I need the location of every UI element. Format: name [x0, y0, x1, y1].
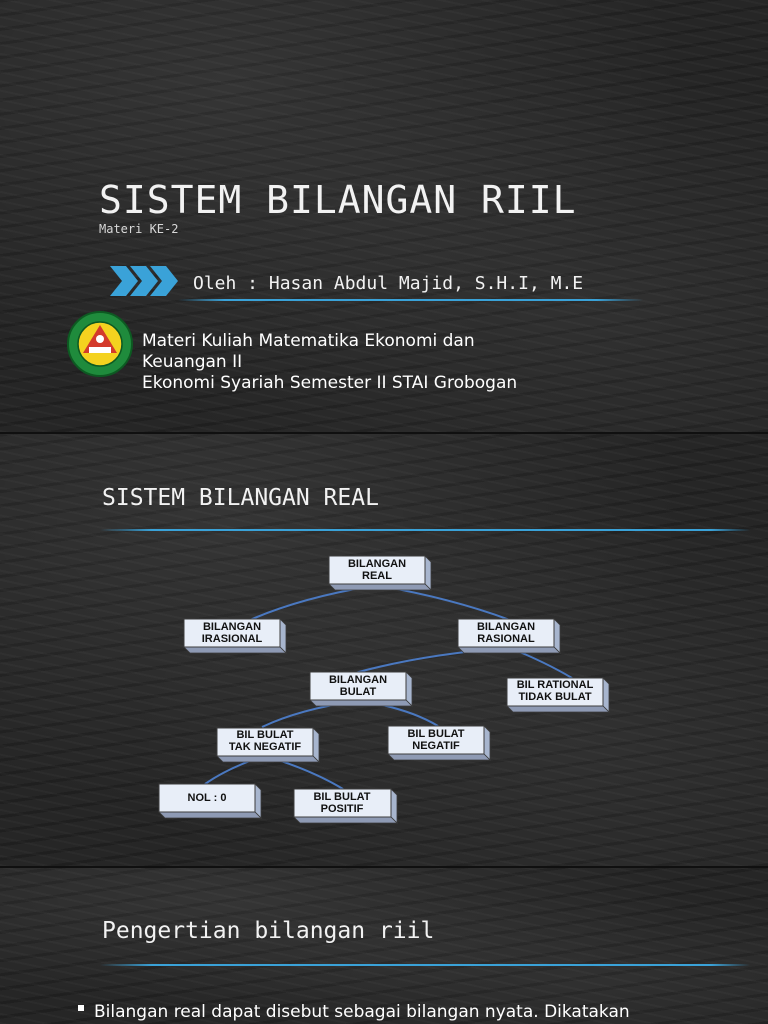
author-underline [178, 299, 643, 301]
title-underline [100, 964, 750, 966]
node-label: TIDAK BULAT [518, 691, 591, 703]
course-description: Materi Kuliah Matematika Ekonomi dan Keu… [142, 331, 517, 394]
definition-slide: Pengertian bilangan riil [0, 868, 768, 1024]
number-hierarchy-diagram: BILANGAN REAL BILANGAN IRASIONAL BILANGA… [158, 555, 610, 824]
author-line-text: Oleh : Hasan Abdul Majid, S.H.I, M.E [193, 273, 584, 294]
node-bilangan-rasional: BILANGAN RASIONAL [457, 618, 561, 654]
node-label: BIL RATIONAL [517, 679, 594, 691]
node-nol: NOL : 0 [158, 783, 262, 819]
slide-title: SISTEM BILANGAN REAL [102, 485, 379, 511]
slide-subtitle: Materi KE-2 [99, 222, 179, 236]
node-bil-rational-tidak-bulat: BIL RATIONAL TIDAK BULAT [506, 677, 610, 713]
node-label: NEGATIF [412, 740, 460, 752]
node-bilangan-real: BILANGAN REAL [328, 555, 432, 591]
node-bil-bulat-positif: BIL BULAT POSITIF [293, 788, 398, 824]
node-label: REAL [362, 570, 392, 582]
node-label: BIL BULAT [407, 728, 464, 740]
description-line: Materi Kuliah Matematika Ekonomi dan [142, 331, 475, 351]
node-label: RASIONAL [477, 633, 535, 645]
slide-title: Pengertian bilangan riil [102, 918, 435, 944]
edge-tak-negatif-nol [204, 758, 256, 785]
node-label: BILANGAN [203, 621, 261, 633]
title-underline [100, 529, 750, 531]
node-bil-bulat-tak-negatif: BIL BULAT TAK NEGATIF [216, 727, 320, 763]
description-line: Ekonomi Syariah Semester II STAI Groboga… [142, 373, 518, 393]
node-label: BIL BULAT [313, 791, 370, 803]
node-bilangan-bulat: BILANGAN BULAT [309, 671, 413, 707]
number-system-slide: SISTEM BILANGAN REAL BILANGAN REAL BILAN… [0, 434, 768, 866]
node-bil-bulat-negatif: BIL BULAT NEGATIF [387, 725, 491, 761]
bullet-icon [78, 1005, 84, 1011]
node-label: BILANGAN [348, 558, 406, 570]
node-label: POSITIF [321, 803, 364, 815]
node-label: BILANGAN [477, 621, 535, 633]
bullet-item: Bilangan real dapat disebut sebagai bila… [78, 1002, 630, 1022]
edge-real-irasional [249, 585, 373, 621]
stai-grobogan-seal-logo [67, 311, 133, 377]
title-slide: SISTEM BILANGAN RIIL Materi KE-2 Oleh : … [0, 0, 768, 432]
description-line: Keuangan II [142, 352, 243, 372]
edge-tak-negatif-positif [274, 758, 344, 790]
node-label: IRASIONAL [202, 633, 263, 645]
bullet-text: Bilangan real dapat disebut sebagai bila… [94, 1002, 630, 1022]
node-bilangan-irasional: BILANGAN IRASIONAL [183, 618, 287, 654]
node-label: NOL : 0 [188, 792, 227, 804]
node-label: BILANGAN [329, 674, 387, 686]
edge-real-rasional [379, 585, 511, 621]
node-label: BULAT [340, 686, 377, 698]
node-label: TAK NEGATIF [229, 741, 302, 753]
chevron-arrows-icon [110, 266, 178, 296]
slide-title: SISTEM BILANGAN RIIL [99, 178, 577, 222]
node-label: BIL BULAT [236, 729, 293, 741]
